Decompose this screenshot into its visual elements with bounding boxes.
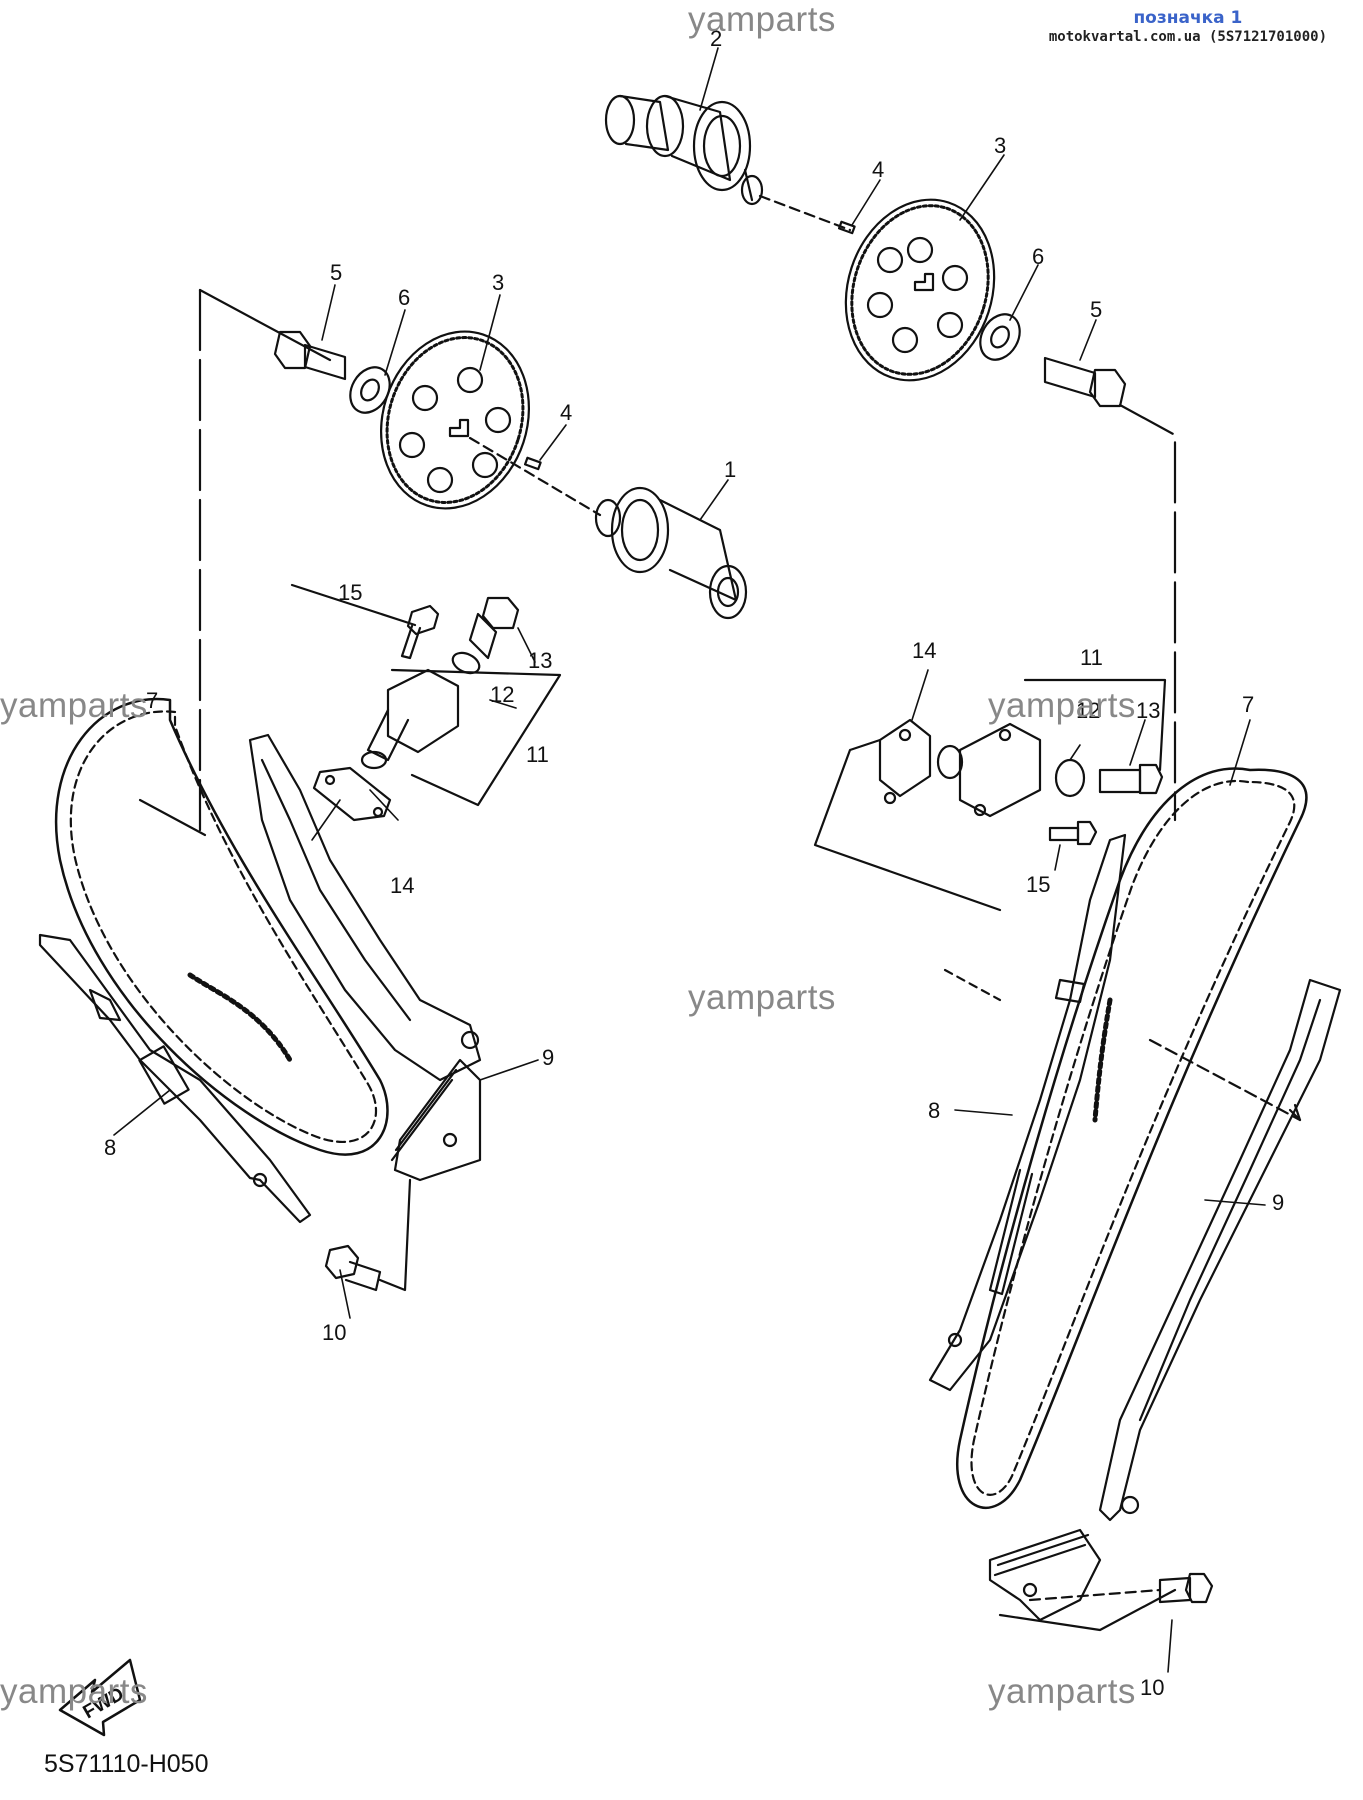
callout-14-left: 14 — [390, 873, 414, 898]
watermark: yamparts — [688, 0, 836, 39]
chain-guide-9-right — [1098, 978, 1342, 1522]
watermark: yamparts — [988, 1672, 1136, 1711]
callout-13-right: 13 — [1136, 698, 1160, 723]
callout-11-left: 11 — [526, 742, 549, 767]
dowel-pin-left — [523, 456, 542, 471]
callout-3-left: 3 — [492, 270, 504, 295]
callout-13-left: 13 — [528, 648, 552, 673]
bolt-10-right — [1028, 1572, 1214, 1604]
washer-left — [349, 366, 391, 414]
callout-8-left: 8 — [104, 1135, 116, 1160]
watermark: yamparts — [0, 686, 148, 725]
callout-5-left: 5 — [330, 260, 342, 285]
callout-12-left: 12 — [490, 682, 514, 707]
frame-line-left — [198, 288, 332, 362]
callout-7-left: 7 — [146, 688, 158, 713]
callout-leaders — [113, 47, 1266, 1673]
callout-14-right: 14 — [912, 638, 936, 663]
chain-guide-8-left — [38, 933, 312, 1224]
callout-4-right: 4 — [872, 157, 884, 182]
source-header: позначка 1 motokvartal.com.ua (5S7121701… — [1049, 8, 1327, 46]
callout-10-right: 10 — [1140, 1675, 1164, 1700]
camshaft-2 — [604, 94, 852, 232]
callout-12-right: 12 — [1076, 698, 1100, 723]
cam-sprocket-right — [844, 198, 996, 382]
callout-6-right: 6 — [1032, 244, 1044, 269]
chain-guide-9-left — [248, 733, 482, 1082]
screw-15-right — [1048, 820, 1098, 846]
callout-5-right: 5 — [1090, 297, 1102, 322]
header-site: motokvartal.com.ua (5S7121701000) — [1048, 29, 1327, 45]
callout-9-right: 9 — [1272, 1190, 1284, 1215]
callout-9-left: 9 — [542, 1045, 554, 1070]
callout-4-left: 4 — [560, 400, 572, 425]
bolt-10-left-leader — [378, 1178, 412, 1292]
cam-sprocket-left — [379, 330, 602, 517]
watermark: yamparts — [688, 978, 836, 1017]
watermark: yamparts — [0, 1672, 148, 1711]
callout-15-left: 15 — [338, 580, 362, 605]
callout-8-right: 8 — [928, 1098, 940, 1123]
callout-6-left: 6 — [398, 285, 410, 310]
callout-3-right: 3 — [994, 133, 1006, 158]
tensioner-11-left — [360, 668, 460, 770]
callout-7-right: 7 — [1242, 692, 1254, 717]
guide-plate-9-left — [390, 1058, 482, 1182]
bolt-10-right-leader — [998, 1588, 1177, 1632]
tensioner-bracket-left — [390, 668, 562, 807]
callout-10-left: 10 — [322, 1320, 346, 1345]
header-title: позначка 1 — [1133, 8, 1243, 28]
callout-1: 1 — [724, 457, 736, 482]
guide-plate-9-right — [988, 1528, 1102, 1622]
diagram-code: 5S71110-H050 — [44, 1750, 209, 1778]
fwd-arrow-icon — [58, 1658, 142, 1737]
bolt-13-right — [1098, 763, 1164, 795]
bolt-right — [1043, 356, 1127, 408]
bolt-13-left — [468, 596, 520, 660]
gasket-14-left — [312, 766, 392, 822]
cam-chain-left — [54, 697, 389, 1156]
callout-11-right: 11 — [1080, 645, 1103, 670]
bolt-10-left — [324, 1244, 382, 1292]
camshaft-1 — [594, 486, 748, 620]
frame-line-right — [1118, 403, 1177, 822]
chain-guide-8-right — [928, 833, 1127, 1392]
tensioner-bracket-right-top — [1023, 678, 1167, 772]
tensioner-11-right — [936, 722, 1042, 818]
callout-labels: 2 4 3 6 5 5 6 3 4 1 15 13 12 11 14 7 9 8… — [80, 26, 1285, 1723]
screw-15-left — [400, 604, 440, 660]
bolt-left — [273, 330, 347, 381]
gasket-14-right — [878, 718, 932, 805]
watermark: yamparts — [988, 686, 1136, 725]
washer-12-right — [1054, 758, 1086, 798]
tensioner-bracket-right — [813, 738, 1002, 912]
callout-15-right: 15 — [1026, 872, 1050, 897]
callout-2: 2 — [710, 26, 722, 51]
dowel-pin-right — [837, 220, 856, 235]
